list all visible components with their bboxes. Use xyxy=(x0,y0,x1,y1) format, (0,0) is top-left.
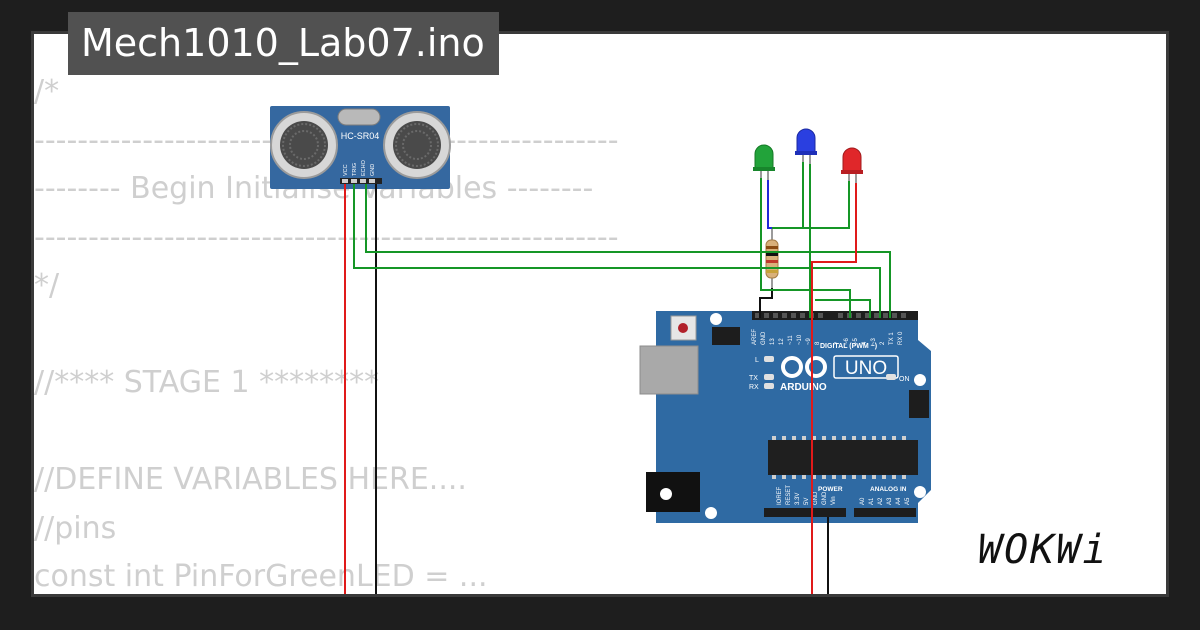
analog-pin-header[interactable] xyxy=(854,508,916,517)
pin-label-5: ~5 xyxy=(853,337,859,345)
pin-label-6: ~6 xyxy=(844,337,850,345)
pin-label-reset: RESET xyxy=(786,485,792,505)
pin-label-tx1: TX 1 xyxy=(889,332,895,345)
pin-label-a4: A4 xyxy=(896,497,902,505)
wire-blue-to-pin xyxy=(815,299,871,318)
led-tx xyxy=(764,374,774,380)
code-line: //DEFINE VARIABLES HERE.... xyxy=(34,462,467,497)
pin-label-3v3: 3.3V xyxy=(795,493,801,505)
sensor-pin-label-gnd: GND xyxy=(370,164,376,176)
arduino-infinity-logo xyxy=(781,356,827,378)
digital-header-label: DIGITAL (PWM ~) xyxy=(820,343,877,350)
pin-label-11: ~11 xyxy=(788,335,794,345)
code-line: //pins xyxy=(34,510,117,546)
power-pin-header[interactable] xyxy=(764,508,846,517)
pin-label-vin: Vin xyxy=(831,496,837,505)
chip-pins xyxy=(772,436,906,479)
pin-label-12: 12 xyxy=(779,338,785,345)
mount-hole xyxy=(914,374,926,386)
sensor-pin-echo[interactable] xyxy=(360,179,366,183)
pin-label-gnd-power-1: GND xyxy=(813,491,819,505)
pin-label-5v: 5V xyxy=(804,498,810,505)
pin-label-8: 8 xyxy=(815,341,821,345)
code-line: ----------------------------------------… xyxy=(34,219,619,255)
reset-button-cap xyxy=(678,323,688,333)
pin-label-a5: A5 xyxy=(905,497,911,505)
wire-green-led-cathode xyxy=(767,180,772,229)
pin-label-13: 13 xyxy=(770,338,776,345)
sensor-transducer-left xyxy=(270,111,338,179)
ultrasonic-sensor[interactable]: HC-SR04 VCC TRIG ECHO GND xyxy=(270,106,451,189)
pin-label-9: ~9 xyxy=(806,337,812,345)
led-rx xyxy=(764,383,774,389)
pin-label-aref: AREF xyxy=(752,329,758,345)
analog-header-label: ANALOG IN xyxy=(870,486,907,493)
sensor-pin-label-echo: ECHO xyxy=(361,159,367,176)
wire-red-led-anode xyxy=(811,183,857,594)
wire-resistor-gnd xyxy=(759,288,773,318)
project-title[interactable]: Mech1010_Lab07.ino xyxy=(68,12,499,75)
code-line: const int PinForGreenLED = ... xyxy=(34,559,488,594)
wire-sensor-echo xyxy=(365,184,891,318)
sensor-pin-vcc[interactable] xyxy=(342,179,348,183)
led-tx-label: TX xyxy=(749,375,758,382)
pin-label-3: ~3 xyxy=(871,337,877,345)
pin-label-10: ~10 xyxy=(797,334,803,345)
led-green[interactable] xyxy=(753,144,775,180)
sensor-pin-gnd[interactable] xyxy=(369,179,375,183)
resistor[interactable] xyxy=(765,228,779,290)
wokwi-logo: WOKWi xyxy=(978,527,1109,573)
wire-green-led-to-pin xyxy=(760,178,851,318)
pin-label-a3: A3 xyxy=(887,497,893,505)
pin-label-a1: A1 xyxy=(869,497,875,505)
usb-connector[interactable] xyxy=(639,345,699,395)
project-card xyxy=(34,34,1166,594)
uno-label: UNO xyxy=(845,358,887,379)
led-on xyxy=(886,374,896,380)
sensor-pin-label-trig: TRIG xyxy=(352,163,358,176)
sensor-pin-label-vcc: VCC xyxy=(343,164,349,176)
digital-pin-header[interactable] xyxy=(752,311,918,320)
led-blue[interactable] xyxy=(795,128,817,164)
led-on-label: ON xyxy=(899,376,910,383)
pin-label-rx0: RX 0 xyxy=(898,331,904,345)
mount-hole xyxy=(660,488,672,500)
code-line: */ xyxy=(34,268,60,303)
icsp-header-top xyxy=(712,327,740,345)
code-preview: /* -------------------------------------… xyxy=(34,68,1034,602)
pin-label-gnd-power-2: GND xyxy=(822,491,828,505)
sensor-pin-trig[interactable] xyxy=(351,179,357,183)
sensor-crystal xyxy=(337,108,381,126)
mount-hole xyxy=(705,507,717,519)
wire-blue-led-cathode xyxy=(772,162,804,229)
pin-label-gnd: GND xyxy=(761,331,767,345)
arduino-brand-label: ARDUINO xyxy=(780,382,827,393)
mount-hole xyxy=(710,313,722,325)
pin-label-a0: A0 xyxy=(860,497,866,505)
led-l xyxy=(764,356,774,362)
pin-label-2: 2 xyxy=(880,341,886,345)
microcontroller-chip xyxy=(768,440,918,475)
led-rx-label: RX xyxy=(749,384,759,391)
wire-sensor-trig xyxy=(353,184,881,318)
pin-label-a2: A2 xyxy=(878,497,884,505)
wires xyxy=(344,162,891,594)
arduino-uno[interactable]: AREF GND 13 12 ~11 ~10 ~9 8 7 ~6 ~5 4 ~3… xyxy=(639,311,931,523)
code-line: //**** STAGE 1 ******** xyxy=(34,365,380,400)
uno-label-box xyxy=(833,355,899,379)
led-red[interactable] xyxy=(841,147,863,183)
wire-red-led-cathode xyxy=(772,181,850,229)
pin-label-4: 4 xyxy=(862,341,868,345)
pin-label-ioref: IOREF xyxy=(777,486,783,505)
code-line: /* xyxy=(34,74,60,109)
icsp-header-right xyxy=(909,390,929,418)
sensor-transducer-right xyxy=(383,111,451,179)
led-l-label: L xyxy=(755,357,759,364)
mount-hole xyxy=(914,486,926,498)
sensor-model-label: HC-SR04 xyxy=(341,131,380,141)
power-header-label: POWER xyxy=(818,486,843,493)
dc-jack[interactable] xyxy=(646,472,700,512)
pin-label-7: 7 xyxy=(835,341,841,345)
